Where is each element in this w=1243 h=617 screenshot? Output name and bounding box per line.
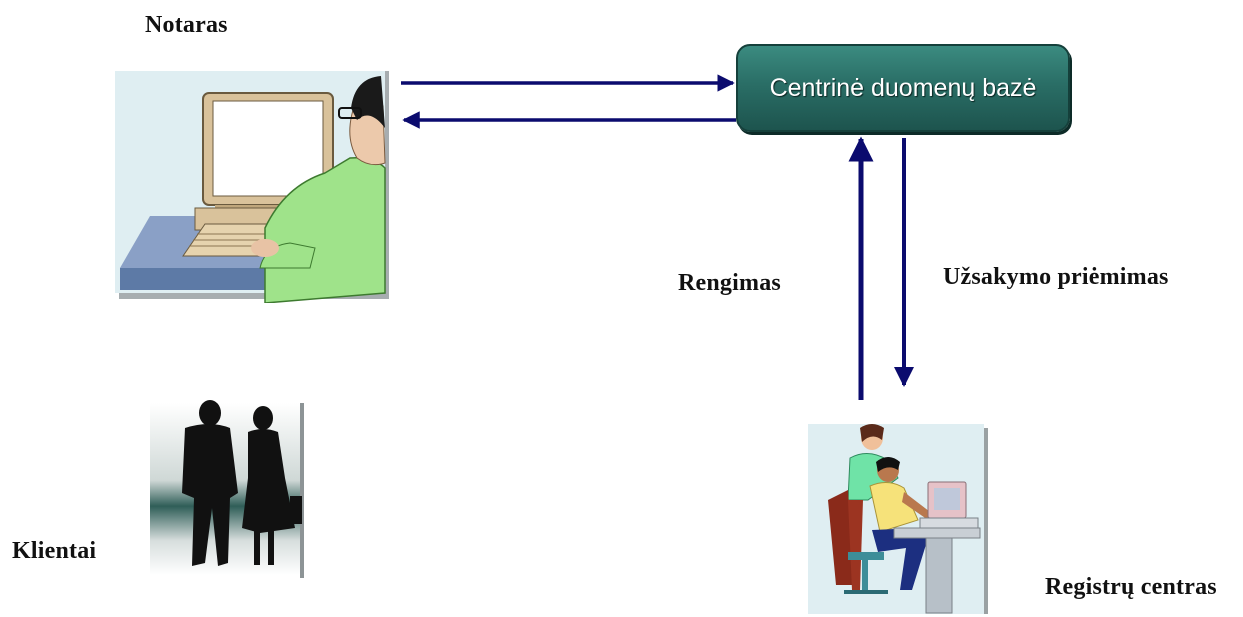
clients-couple-icon [150,400,304,578]
registry-workstation-icon [808,424,988,614]
klientai-label: Klientai [12,538,97,564]
uzsakymo-priemimas-edge-label: Užsakymo priėmimas [943,264,1169,290]
notaras-label: Notaras [145,12,228,38]
central-database-label: Centrinė duomenų bazė [769,73,1037,102]
central-database-node: Centrinė duomenų bazė [736,44,1070,132]
rengimas-edge-label: Rengimas [678,270,781,296]
registru-centras-label: Registrų centras [1045,574,1217,600]
notary-computer-icon [115,71,389,303]
